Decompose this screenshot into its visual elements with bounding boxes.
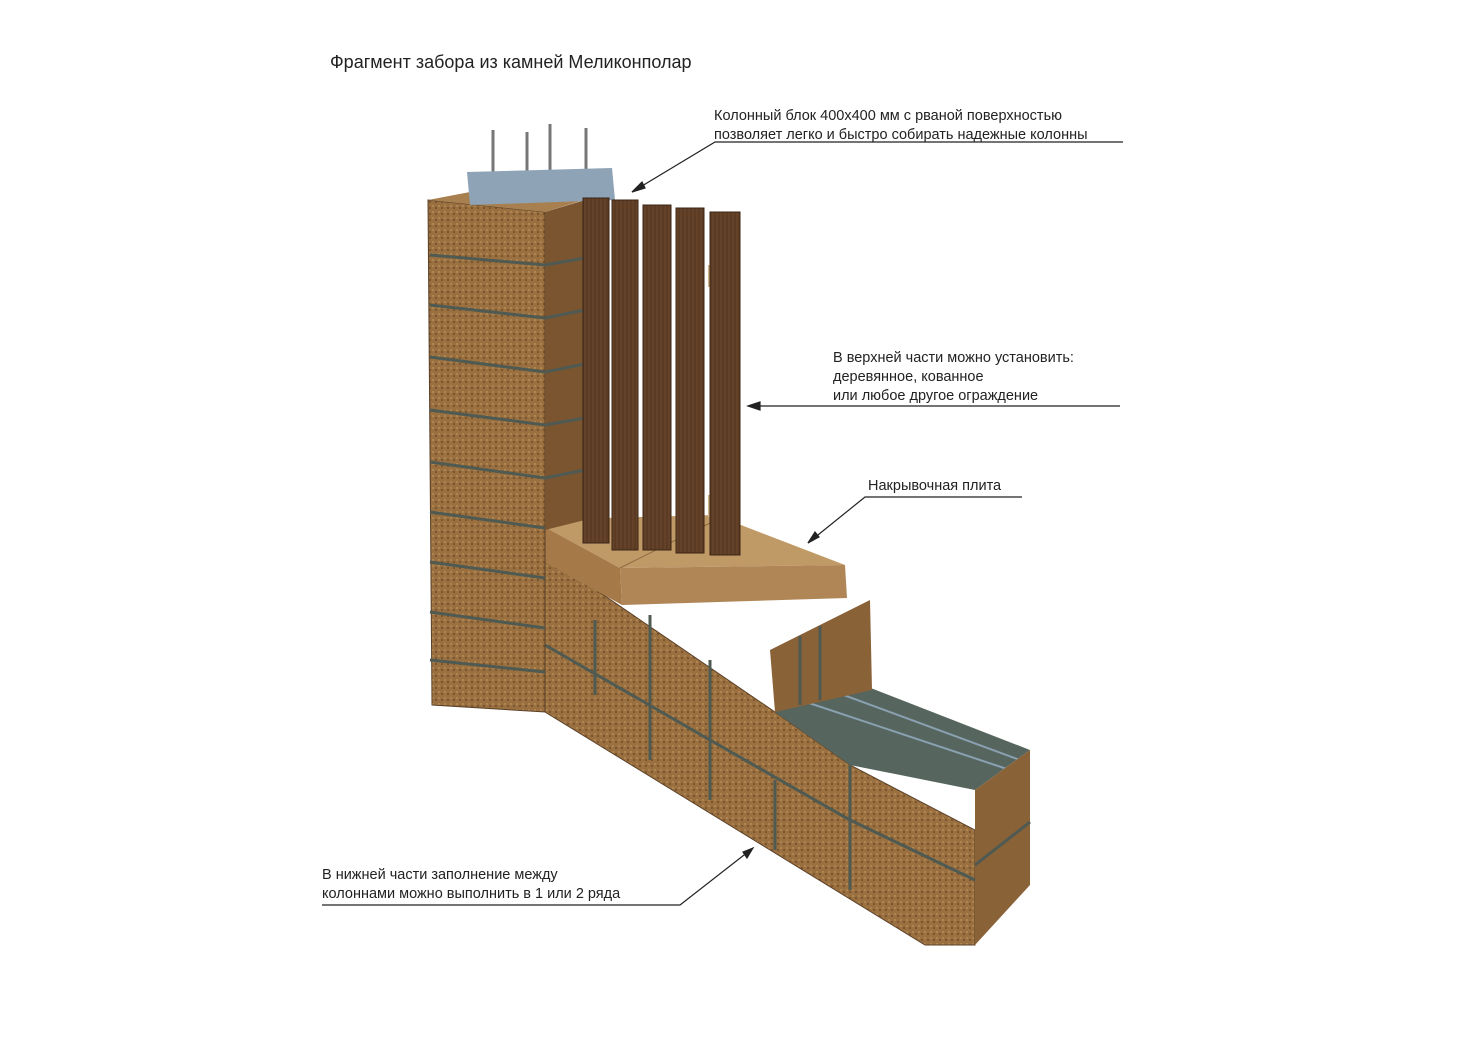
stone-column	[427, 192, 600, 713]
callout-cap: Накрывочная плита	[868, 477, 1001, 496]
wooden-fence	[582, 197, 741, 556]
callout-line: В верхней части можно установить:	[833, 350, 1074, 366]
capping-slab	[532, 515, 847, 605]
callout-line: Колонный блок 400х400 мм с рваной поверх…	[714, 108, 1062, 124]
callout-column: Колонный блок 400х400 мм с рваной поверх…	[714, 107, 1088, 145]
callout-line: колоннами можно выполнить в 1 или 2 ряда	[322, 886, 621, 902]
callout-line: Накрывочная плита	[868, 478, 1002, 494]
callout-line: деревянное, кованное	[833, 369, 984, 385]
callout-upper: В верхней части можно установить: деревя…	[833, 349, 1074, 406]
callout-line: В нижней части заполнение между	[322, 867, 558, 883]
lower-wall	[544, 554, 1031, 946]
leader-lines	[322, 141, 1123, 906]
page-title: Фрагмент забора из камней Меликонполар	[330, 52, 692, 72]
callout-line: позволяет легко и быстро собирать надежн…	[714, 127, 1088, 143]
concrete-core	[467, 124, 615, 205]
callout-lower: В нижней части заполнение между колоннам…	[322, 866, 620, 904]
callout-line: или любое другое ограждение	[833, 388, 1039, 404]
